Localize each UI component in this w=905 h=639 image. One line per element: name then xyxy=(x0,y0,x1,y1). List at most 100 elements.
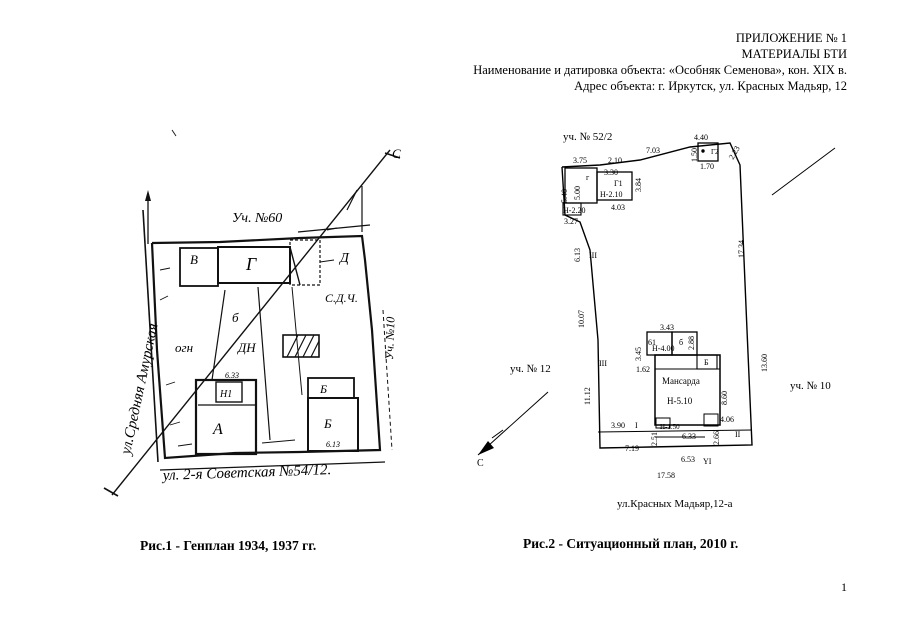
fig2-dim-3-43: 3.43 xyxy=(660,323,674,332)
fig1-right-dashed xyxy=(382,309,393,451)
fig2-bottom-line xyxy=(597,429,753,433)
fig2-north-label: С xyxy=(477,458,484,469)
fig2-label-h510: Н-5.10 xyxy=(667,396,693,406)
fig2-plot-left-label: уч. № 12 xyxy=(510,363,551,375)
fig2-label-g2: Г2 xyxy=(711,148,719,156)
fig2-dim-4-03: 4.03 xyxy=(611,203,625,212)
fig1-left-street-line xyxy=(142,209,159,463)
fig1-scribbles xyxy=(159,129,338,447)
fig1-label-b-lower: Б xyxy=(323,416,332,431)
fig1-building-a xyxy=(194,378,258,456)
fig1-label-b-small: б xyxy=(232,310,239,325)
fig1-label-ogn: огн xyxy=(175,340,193,355)
fig2-plot-top-label: уч. № 52/2 xyxy=(563,131,612,143)
fig2-dim-3-90: 3.90 xyxy=(611,421,625,430)
fig1-label-h1: Н1 xyxy=(219,389,232,400)
fig1-hatched-block xyxy=(282,334,320,358)
fig2-block-g1 xyxy=(596,171,633,201)
fig2-dim-1-70: 1.70 xyxy=(700,162,714,171)
fig2-plot-right-label: уч. № 10 xyxy=(790,380,831,392)
object-name: Наименование и датировка объекта: «Особн… xyxy=(473,63,847,77)
fig1-caption: Рис.1 - Генплан 1934, 1937 гг. xyxy=(140,538,317,553)
fig1-building-v xyxy=(179,247,219,287)
fig1-bottom-dimension xyxy=(159,461,386,471)
fig2-label-g1: Г1 xyxy=(614,179,623,188)
fig2-label-h210: Н-2.10 xyxy=(600,190,622,199)
fig2-dim-8-60: 8.60 xyxy=(720,391,729,405)
fig2-dim-2-66: 2.66 xyxy=(712,431,721,445)
fig2-porch-right xyxy=(703,413,719,427)
fig1-label-a: А xyxy=(212,421,223,438)
fig2-dim-3-84: 3.84 xyxy=(634,178,643,192)
fig2-roman-iii-b: III xyxy=(599,359,607,368)
fig2-dim-7-19: 7.19 xyxy=(625,444,639,453)
fig1-slash xyxy=(346,189,358,211)
fig1-plot-boundary xyxy=(150,234,382,460)
fig1-dim-bottom: 6.13 xyxy=(326,440,340,449)
fig2-block-h220 xyxy=(562,202,582,216)
fig1-path-2 xyxy=(257,286,271,441)
fig2-arrow-feather xyxy=(491,429,504,439)
fig2-label-h220: Н-2.20 xyxy=(563,206,585,215)
fig1-label-dn: ДН xyxy=(236,340,256,355)
fig2-dim-1-50: 1.50 xyxy=(690,148,699,162)
object-address: Адрес объекта: г. Иркутск, ул. Красных М… xyxy=(574,79,847,93)
fig2-roman-i: I xyxy=(635,421,638,430)
fig2-label-h400: Н-4.00 xyxy=(652,344,674,353)
fig1-label-g: Г xyxy=(245,254,257,274)
fig2-g2-point xyxy=(701,149,705,153)
fig2-dim-13-60: 13.60 xyxy=(760,354,769,372)
fig2-dim-3-75: 3.75 xyxy=(573,156,587,165)
fig2-roman-ii: II xyxy=(735,430,741,439)
fig1-north-label: С xyxy=(392,146,401,161)
fig2-label-g: г xyxy=(586,173,590,182)
fig2-dim-5-40: 5.40 xyxy=(560,189,569,203)
fig1-north-tick-bottom xyxy=(103,487,119,497)
fig2-dim-2-51: 2.51 xyxy=(650,432,659,446)
fig1-building-b-lower xyxy=(307,397,359,452)
fig1-building-d xyxy=(289,239,321,286)
fig2-north-arrowhead xyxy=(478,441,494,455)
fig2-dim-6-13: 6.13 xyxy=(573,248,582,262)
fig2-dim-10-07: 10.07 xyxy=(577,310,586,328)
fig1-label-sad: С.Д.Ч. xyxy=(325,291,358,305)
fig2-dim-6-33: 6.33 xyxy=(682,432,696,441)
fig1-path-3 xyxy=(291,286,303,396)
fig1-label-v: В xyxy=(190,252,198,267)
fig2-caption: Рис.2 - Ситуационный план, 2010 г. xyxy=(523,536,739,551)
fig1-top-plot-label: Уч. №60 xyxy=(232,211,282,226)
fig2-dim-17-34: 17.34 xyxy=(737,240,746,258)
fig2-dim-3-30: 3.30 xyxy=(604,168,618,177)
fig2-dim-61: 61 xyxy=(648,338,656,347)
fig2-dim-4-06: 4.06 xyxy=(720,415,734,424)
fig2-label-b-big: Б xyxy=(704,358,709,367)
fig2-roman-iii-a: III xyxy=(589,251,597,260)
fig1-general-plan xyxy=(103,129,401,497)
fig2-site-boundary xyxy=(561,142,753,449)
fig2-dim-17-58: 17.58 xyxy=(657,471,675,480)
fig1-building-g-ext xyxy=(289,246,301,286)
fig1-street-bottom-label: ул. 2-я Советская №54/12. xyxy=(161,462,332,484)
fig1-north-line xyxy=(111,149,391,496)
fig2-dim-2-23: 2.23 xyxy=(727,144,742,161)
fig2-dim-3-27: 3.27 xyxy=(564,217,578,226)
fig2-dim-1-62: 1.62 xyxy=(636,365,650,374)
fig2-dim-2-10: 2.10 xyxy=(608,156,622,165)
fig2-label-b-small: б xyxy=(679,338,683,347)
fig1-north-tick-top xyxy=(384,152,401,159)
fig2-dim-3-45: 3.45 xyxy=(634,347,643,361)
fig2-street-bottom-label: ул.Красных Мадьяр,12-а xyxy=(617,498,733,510)
fig2-label-mansard: Мансарда xyxy=(662,376,700,386)
fig2-dim-11-12: 11.12 xyxy=(583,387,592,405)
page-number: 1 xyxy=(841,580,847,594)
fig1-street-left-label: ул.Средняя Амурская xyxy=(118,322,162,458)
fig2-situation-plan xyxy=(477,142,836,456)
materials-title: МАТЕРИАЛЫ БТИ xyxy=(741,47,848,61)
document-header: ПРИЛОЖЕНИЕ № 1 МАТЕРИАЛЫ БТИ Наименовани… xyxy=(473,30,847,94)
fig1-label-d: Д xyxy=(338,251,350,266)
fig1-path-1 xyxy=(211,289,226,381)
fig2-roman-vi: YI xyxy=(703,457,712,466)
fig2-dim-5-00: 5.00 xyxy=(573,186,582,200)
fig1-label-b-upper: Б xyxy=(319,382,327,396)
